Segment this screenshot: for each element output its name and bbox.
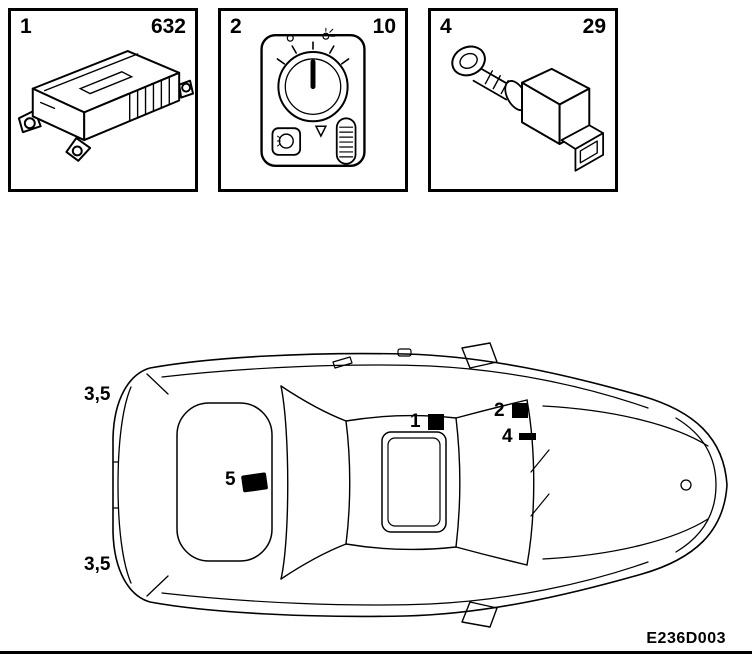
part3-ref-number: 29 xyxy=(582,15,606,38)
callout-rear-bottom: 3,5 xyxy=(84,554,111,575)
part-box-1: 1 632 xyxy=(8,8,198,192)
marker-light-switch-2 xyxy=(512,403,528,418)
marker-trunk-5 xyxy=(241,472,268,493)
callout-brake-switch: 4 xyxy=(502,426,513,447)
figure-code: E236D003 xyxy=(646,630,726,647)
marker-brake-switch-4 xyxy=(519,433,536,440)
part-box-3: 4 29 xyxy=(428,8,618,192)
brake-light-switch-icon xyxy=(451,45,605,172)
headlight-switch-icon xyxy=(260,27,366,167)
callout-rear-top: 3,5 xyxy=(84,384,111,405)
part1-ref-number: 632 xyxy=(150,15,186,38)
marker-module-1 xyxy=(428,414,444,430)
control-module-icon xyxy=(17,50,195,162)
callout-module: 1 xyxy=(410,411,421,432)
part2-item-number: 2 xyxy=(230,15,242,38)
part2-ref-number: 10 xyxy=(372,15,396,38)
callout-light-switch: 2 xyxy=(494,400,505,421)
callout-trunk: 5 xyxy=(225,469,236,490)
part1-item-number: 1 xyxy=(20,15,32,38)
part3-item-number: 4 xyxy=(440,15,452,38)
part-box-2: 2 10 xyxy=(218,8,408,192)
car-top-view xyxy=(112,342,728,628)
bottom-border-rule xyxy=(0,651,752,654)
